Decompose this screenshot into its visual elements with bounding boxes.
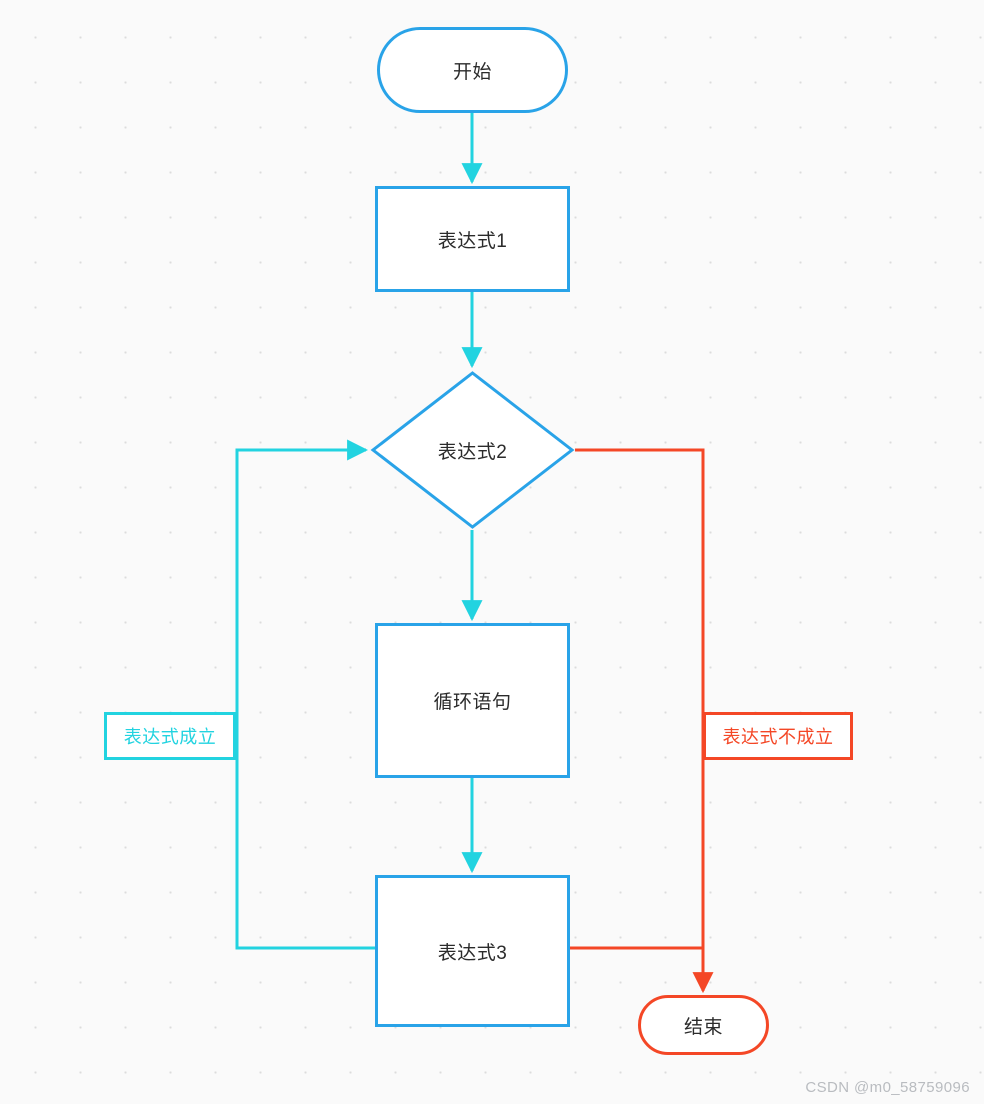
edge-expr3-to-expr2-true [235, 439, 375, 950]
node-end-label: 结束 [683, 1016, 723, 1038]
node-loop-statement[interactable]: 循环语句 [375, 623, 570, 778]
node-expression-1[interactable]: 表达式1 [375, 186, 570, 292]
diamond-shape [370, 371, 575, 529]
node-loop-statement-label: 循环语句 [433, 692, 512, 713]
node-expression-3[interactable]: 表达式3 [375, 875, 570, 1027]
node-expression-2-label: 表达式2 [437, 441, 508, 463]
node-end[interactable]: 结束 [638, 995, 769, 1055]
node-start[interactable]: 开始 [377, 27, 568, 113]
node-start-label: 开始 [452, 61, 492, 83]
watermark: CSDN @m0_58759096 [805, 1079, 970, 1096]
edge-label-expression-false-text: 表达式不成立 [722, 727, 834, 747]
edge-label-expression-true-text: 表达式成立 [123, 727, 217, 747]
node-expression-2-decision[interactable]: 表达式2 [370, 370, 575, 530]
node-expression-1-label: 表达式1 [437, 230, 508, 252]
edge-label-expression-true[interactable]: 表达式成立 [104, 712, 236, 760]
node-expression-3-label: 表达式3 [437, 942, 508, 964]
edge-expr2-to-end-false [575, 448, 714, 994]
edge-label-expression-false[interactable]: 表达式不成立 [703, 712, 853, 760]
